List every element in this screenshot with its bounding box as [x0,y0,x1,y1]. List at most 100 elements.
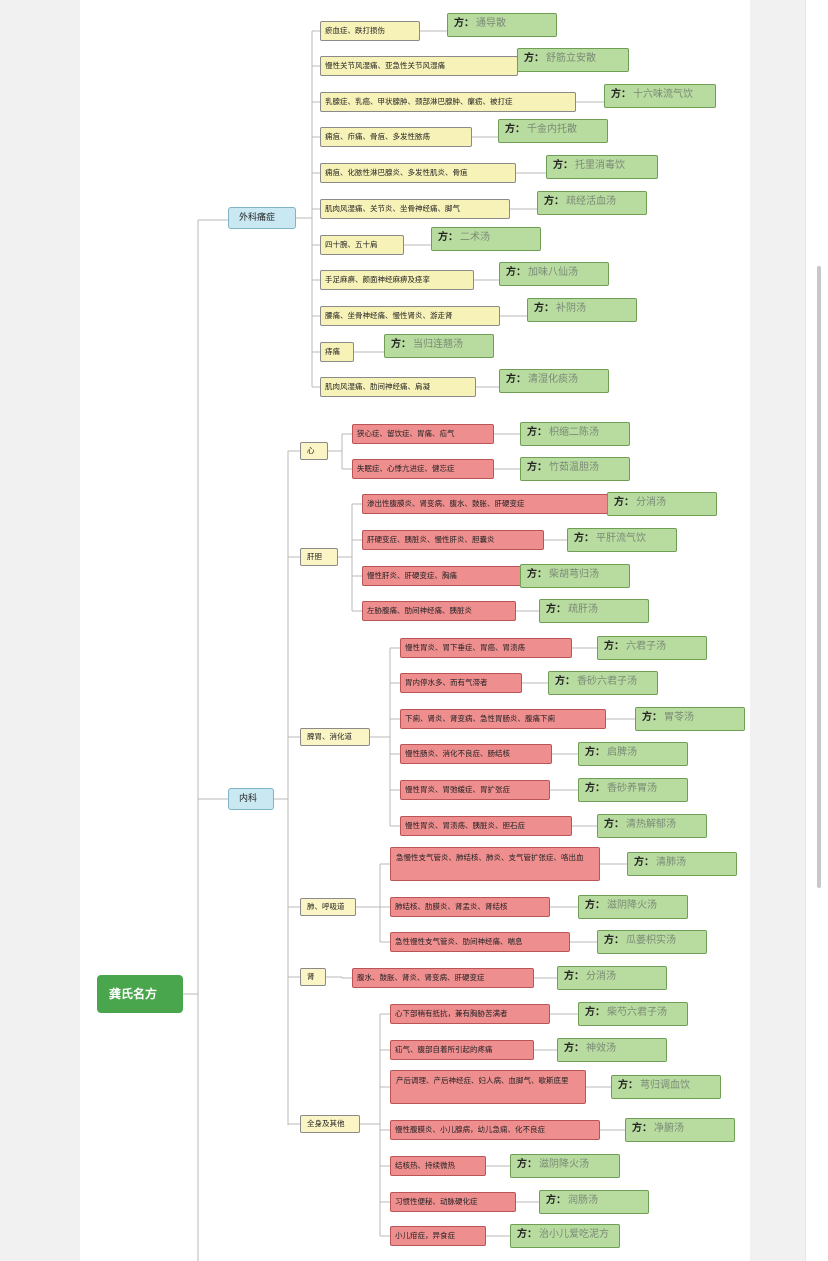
prescription-node[interactable]: 方：神效汤 [557,1038,667,1062]
symptom-node[interactable]: 痈疽、化脓性淋巴腺炎、多发性肌炎、骨疽 [320,163,516,183]
prescription-node[interactable]: 方：治小儿爱吃泥方 [510,1224,620,1248]
symptom-node[interactable]: 慢性腹膜炎、小儿腺病，幼儿急痫、化不良症 [390,1120,600,1140]
prescription-node[interactable]: 方：清湿化痰汤 [499,369,609,393]
prescription-node[interactable]: 方：清肺汤 [627,852,737,876]
rx-name: 净腑汤 [654,1123,684,1134]
prescription-node[interactable]: 方：千金内托散 [498,119,608,143]
prescription-node[interactable]: 方：香砂养胃汤 [578,778,688,802]
prescription-node[interactable]: 方：六君子汤 [597,636,707,660]
prescription-node[interactable]: 方：竹茹温胆汤 [520,457,630,481]
symptom-node[interactable]: 慢性胃炎、胃溃疡、胰脏炎、胆石症 [400,816,572,836]
rx-name: 香砂六君子汤 [577,676,637,687]
rx-prefix: 方： [604,641,624,652]
symptom-node[interactable]: 慢性肠炎、消化不良症、肠结核 [400,744,552,764]
prescription-node[interactable]: 方：香砂六君子汤 [548,671,658,695]
prescription-node[interactable]: 方：通导散 [447,13,557,37]
prescription-node[interactable]: 方：舒筋立安散 [517,48,629,72]
symptom-node[interactable]: 痔痛 [320,342,354,362]
symptom-node[interactable]: 小儿疳症，异食症 [390,1226,486,1246]
rx-prefix: 方： [527,462,547,473]
rx-prefix: 方： [555,676,575,687]
rx-prefix: 方： [634,857,654,868]
category-node[interactable]: 全身及其他 [300,1115,360,1133]
symptom-node[interactable]: 肌肉风湿痛、肋间神经痛、肩凝 [320,377,476,397]
category-node[interactable]: 心 [300,442,328,460]
rx-name: 芎归调血饮 [640,1080,690,1091]
branch-surgery[interactable]: 外科痛症 [228,207,296,229]
rx-prefix: 方： [546,604,566,615]
prescription-node[interactable]: 方：疏肝汤 [539,599,649,623]
prescription-node[interactable]: 方：润肠汤 [539,1190,649,1214]
prescription-node[interactable]: 方：柴胡芎归汤 [520,564,630,588]
symptom-node[interactable]: 胃内停水多、而有气滞者 [400,673,522,693]
rx-name: 二术汤 [460,232,490,243]
root-node[interactable]: 龚氏名方 [97,975,183,1013]
prescription-node[interactable]: 方：平肝流气饮 [567,528,677,552]
prescription-node[interactable]: 方：分消汤 [607,492,717,516]
symptom-node[interactable]: 慢性胃炎、胃下垂症、胃癌、胃溃疡 [400,638,572,658]
rx-prefix: 方： [614,497,634,508]
symptom-node[interactable]: 急慢性支气管炎、肺结核、肺炎、支气管扩张症、咯出血 [390,847,600,881]
symptom-node[interactable]: 结核热、持续微热 [390,1156,486,1176]
symptom-node[interactable]: 慢性肝炎、肝硬变症、胸痛 [362,566,522,586]
prescription-node[interactable]: 方：净腑汤 [625,1118,735,1142]
prescription-node[interactable]: 方：柴芍六君子汤 [578,1002,688,1026]
prescription-node[interactable]: 方：托里消毒饮 [546,155,658,179]
prescription-node[interactable]: 方：滋阴降火汤 [578,895,688,919]
category-node[interactable]: 肝胆 [300,548,338,566]
symptom-node[interactable]: 慢性关节风湿痛、亚急性关节风湿痛 [320,56,518,76]
scrollbar[interactable] [817,266,821,888]
symptom-node[interactable]: 手足麻痹、颜面神经麻痹及痉挛 [320,270,474,290]
symptom-node[interactable]: 下痢、肾炎、肾变病、急性胃肠炎、腹痛下痢 [400,709,606,729]
symptom-node[interactable]: 腰痛、坐骨神经痛、慢性肾炎、游走肾 [320,306,500,326]
symptom-node[interactable]: 失眠症、心悸亢进症、健忘症 [352,459,494,479]
symptom-node[interactable]: 肌肉风湿痛、关节炎、坐骨神经痛、脚气 [320,199,510,219]
prescription-node[interactable]: 方：清热解郁汤 [597,814,707,838]
prescription-node[interactable]: 方：十六味流气饮 [604,84,716,108]
symptom-node[interactable]: 四十腕、五十肩 [320,235,404,255]
prescription-node[interactable]: 方：分消汤 [557,966,667,990]
prescription-node[interactable]: 方：疏经活血汤 [537,191,647,215]
symptom-node[interactable]: 习惯性便秘、动脉硬化症 [390,1192,516,1212]
rx-prefix: 方： [574,533,594,544]
rx-prefix: 方： [585,783,605,794]
prescription-node[interactable]: 方：胃苓汤 [635,707,745,731]
symptom-node[interactable]: 左胁腹痛、肋间神经痛、胰脏炎 [362,601,516,621]
rx-name: 胃苓汤 [664,712,694,723]
prescription-node[interactable]: 方：启脾汤 [578,742,688,766]
category-node[interactable]: 肾 [300,968,326,986]
rx-prefix: 方： [642,712,662,723]
rx-prefix: 方： [506,267,526,278]
symptom-node[interactable]: 心下部稍有抵抗，兼有胸胁苦满者 [390,1004,550,1024]
symptom-node[interactable]: 渗出性腹膜炎、肾变病、腹水、鼓胀、肝硬变症 [362,494,608,514]
symptom-node[interactable]: 瘀血症、跌打损伤 [320,21,420,41]
rx-prefix: 方： [534,303,554,314]
category-node[interactable]: 肺、呼吸道 [300,898,356,916]
prescription-node[interactable]: 方：瓜蒌枳实汤 [597,930,707,954]
rx-name: 托里消毒饮 [575,160,625,171]
branch-internal[interactable]: 内科 [228,788,274,810]
prescription-node[interactable]: 方：二术汤 [431,227,541,251]
rx-name: 清肺汤 [656,857,686,868]
symptom-node[interactable]: 肝硬变症、胰脏炎、慢性肝炎、胆囊炎 [362,530,544,550]
prescription-node[interactable]: 方：当归连翘汤 [384,334,494,358]
rx-name: 当归连翘汤 [413,339,463,350]
symptom-node[interactable]: 疝气、腹部自着所引起的疼痛 [390,1040,534,1060]
symptom-node[interactable]: 肺结核、肋膜炎、肾盂炎、肾结核 [390,897,550,917]
rx-name: 疏经活血汤 [566,196,616,207]
symptom-node[interactable]: 产后调理、产后神经症、妇人病、血脚气、歇斯底里 [390,1070,586,1104]
category-node[interactable]: 脾胃、消化道 [300,728,370,746]
rx-prefix: 方： [544,196,564,207]
prescription-node[interactable]: 方：滋阴降火汤 [510,1154,620,1178]
prescription-node[interactable]: 方：加味八仙汤 [499,262,609,286]
prescription-node[interactable]: 方：补阴汤 [527,298,637,322]
symptom-node[interactable]: 急性慢性支气管炎、肋间神经痛、喘息 [390,932,570,952]
prescription-node[interactable]: 方：枳缩二陈汤 [520,422,630,446]
symptom-node[interactable]: 乳腺症、乳癌、甲状腺肿、颈部淋巴腺肿、瘰疬、被打症 [320,92,576,112]
prescription-node[interactable]: 方：芎归调血饮 [611,1075,721,1099]
symptom-node[interactable]: 痈疽、疖痛、骨疽、多发性脓疡 [320,127,472,147]
rx-name: 滋阴降火汤 [539,1159,589,1170]
symptom-node[interactable]: 腹水、鼓胀、肾炎、肾变病、肝硬变症 [352,968,534,988]
symptom-node[interactable]: 慢性胃炎、胃弛缓症、胃扩张症 [400,780,550,800]
symptom-node[interactable]: 狭心症、留饮症、胃痛、疝气 [352,424,494,444]
